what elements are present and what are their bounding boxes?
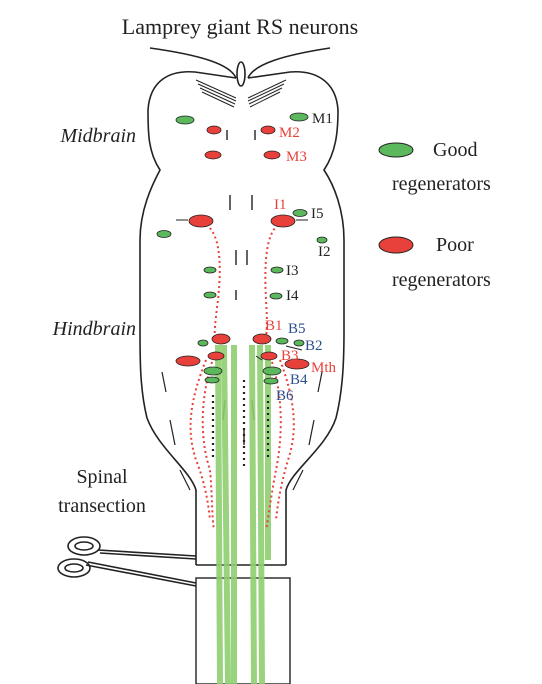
label-b2: B2: [305, 338, 323, 354]
neuron-b6-left: [205, 377, 219, 383]
neuron-b1: [253, 334, 271, 344]
neuron-i3-left: [204, 267, 216, 273]
region-midbrain: Midbrain: [59, 125, 136, 147]
label-i3: I3: [286, 263, 299, 279]
neuron-m3-left: [205, 151, 221, 159]
label-i4: I4: [286, 288, 299, 304]
neuron-m3: [264, 151, 280, 159]
neuron-i5-left: [157, 231, 171, 238]
neuron-m1-left: [176, 116, 194, 124]
neuron-b4-left: [204, 367, 222, 375]
label-b1: B1: [265, 318, 283, 334]
label-m3: M3: [286, 149, 307, 165]
neuron-b5: [276, 338, 288, 344]
neuron-b2: [294, 340, 304, 346]
neuron-i4-left: [204, 292, 216, 298]
region-hindbrain: Hindbrain: [52, 318, 136, 340]
neuron-m1: [290, 113, 308, 121]
label-b5: B5: [288, 321, 306, 337]
neuron-i1-left: [189, 215, 213, 227]
legend-good-line2: regenerators: [392, 173, 491, 195]
neuron-b2-left: [198, 340, 208, 346]
label-mth: Mth: [311, 360, 337, 376]
neuron-b4: [263, 367, 281, 375]
scissors-icon: [58, 537, 196, 586]
neuron-i2: [317, 237, 327, 243]
spinal-cord-segment: [196, 578, 290, 684]
transection-line2: transection: [58, 495, 146, 517]
legend-poor-line1: Poor: [436, 234, 474, 256]
neuron-m2: [261, 126, 275, 134]
neuron-mth-left: [176, 356, 200, 366]
neuron-i3: [271, 267, 283, 273]
diagram-title: Lamprey giant RS neurons: [122, 14, 358, 39]
neuron-b3-left: [208, 352, 224, 360]
label-m1: M1: [312, 111, 333, 127]
neuron-i4: [270, 293, 282, 299]
legend-poor-line2: regenerators: [392, 269, 491, 291]
neuron-b1-left: [212, 334, 230, 344]
neuron-b3: [261, 352, 277, 360]
label-b4: B4: [290, 372, 308, 388]
legend-good-line1: Good: [433, 139, 477, 161]
legend: Good regenerators Poor regenerators: [379, 139, 491, 291]
neuron-i1: [271, 215, 295, 227]
label-i1: I1: [274, 197, 287, 213]
neuron-b6: [264, 378, 278, 384]
label-b3: B3: [281, 348, 299, 364]
legend-poor-swatch: [379, 237, 413, 253]
neuron-m2-left: [207, 126, 221, 134]
label-b6: B6: [276, 388, 294, 404]
transection-line1: Spinal: [76, 466, 128, 488]
regenerating-axons: [218, 345, 268, 684]
legend-good-swatch: [379, 143, 413, 157]
label-i2: I2: [318, 244, 331, 260]
label-m2: M2: [279, 125, 300, 141]
neuron-i5: [293, 210, 307, 217]
label-i5: I5: [311, 206, 324, 222]
